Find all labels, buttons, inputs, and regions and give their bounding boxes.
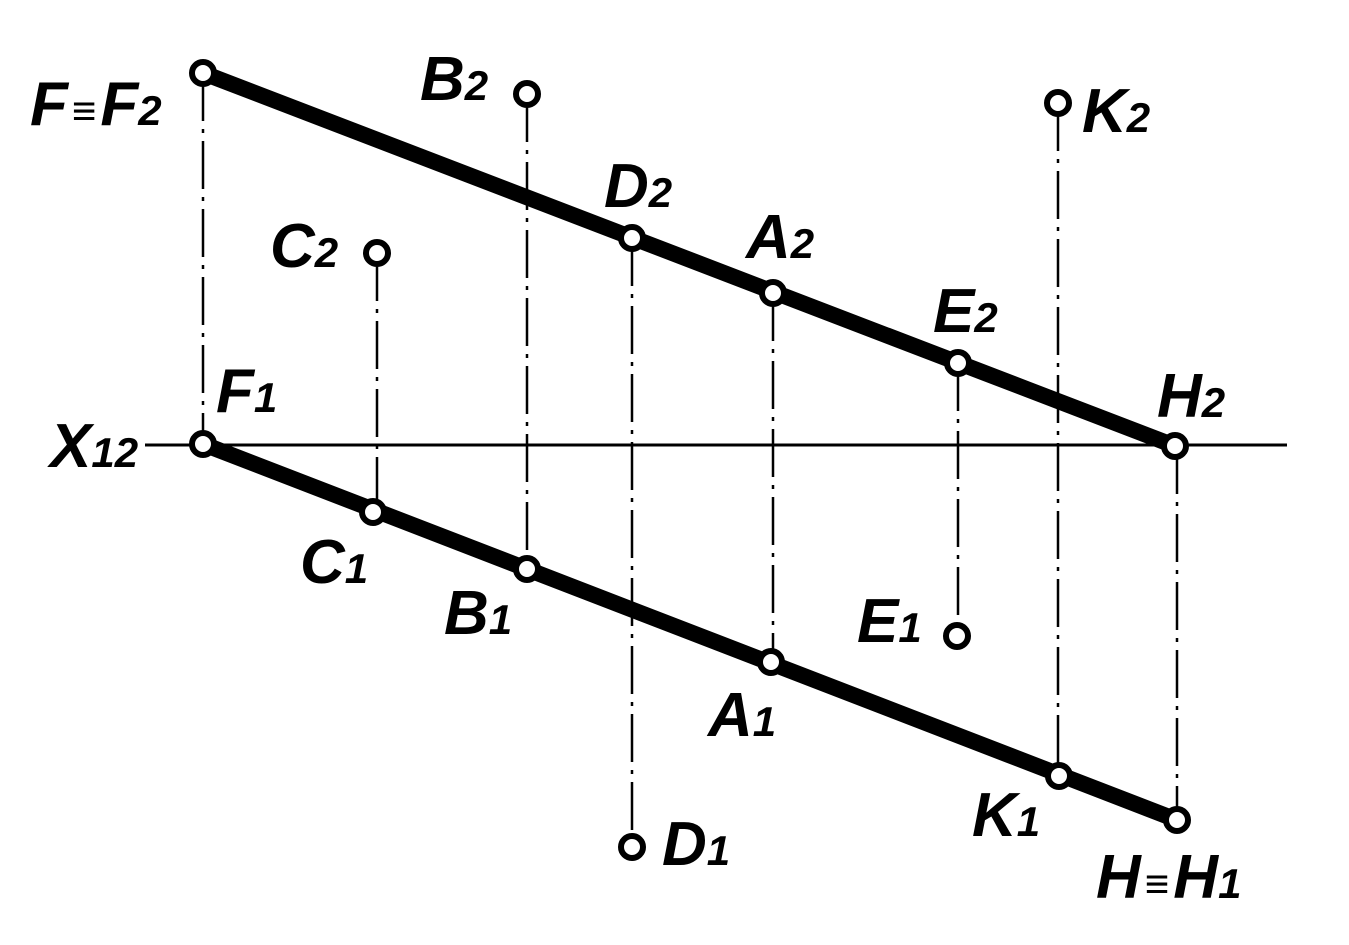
- label-e1: E1: [857, 587, 922, 656]
- point-h2: [1161, 432, 1189, 460]
- label-f2: F≡F2: [30, 70, 162, 139]
- point-a1: [757, 648, 785, 676]
- label-h2: H2: [1157, 362, 1225, 431]
- point-d1: [618, 833, 646, 861]
- frontal-projection-line: [195, 65, 1183, 454]
- point-e2: [944, 349, 972, 377]
- point-c1: [359, 498, 387, 526]
- label-c2: C2: [270, 212, 338, 281]
- point-h1: [1163, 806, 1191, 834]
- point-f2: [189, 59, 217, 87]
- point-b1: [513, 555, 541, 583]
- axis-label: X12: [47, 412, 138, 481]
- label-k1: K1: [972, 781, 1040, 850]
- horizontal-projection-line: [195, 436, 1185, 828]
- label-a2: A2: [744, 203, 814, 272]
- label-h1: H≡H1: [1096, 843, 1241, 912]
- label-d1: D1: [662, 810, 730, 879]
- label-a1: A1: [706, 681, 776, 750]
- point-a2: [759, 279, 787, 307]
- label-b1: B1: [444, 579, 512, 648]
- label-f1: F1: [216, 357, 277, 426]
- point-e1: [943, 622, 971, 650]
- point-f1: [189, 430, 217, 458]
- point-b2: [513, 80, 541, 108]
- label-d2: D2: [604, 152, 672, 221]
- point-c2: [363, 239, 391, 267]
- label-k2: K2: [1082, 77, 1150, 146]
- label-c1: C1: [300, 528, 368, 597]
- label-b2: B2: [420, 45, 488, 114]
- point-d2: [618, 224, 646, 252]
- point-k2: [1044, 89, 1072, 117]
- point-k1: [1045, 762, 1073, 790]
- label-e2: E2: [933, 277, 998, 346]
